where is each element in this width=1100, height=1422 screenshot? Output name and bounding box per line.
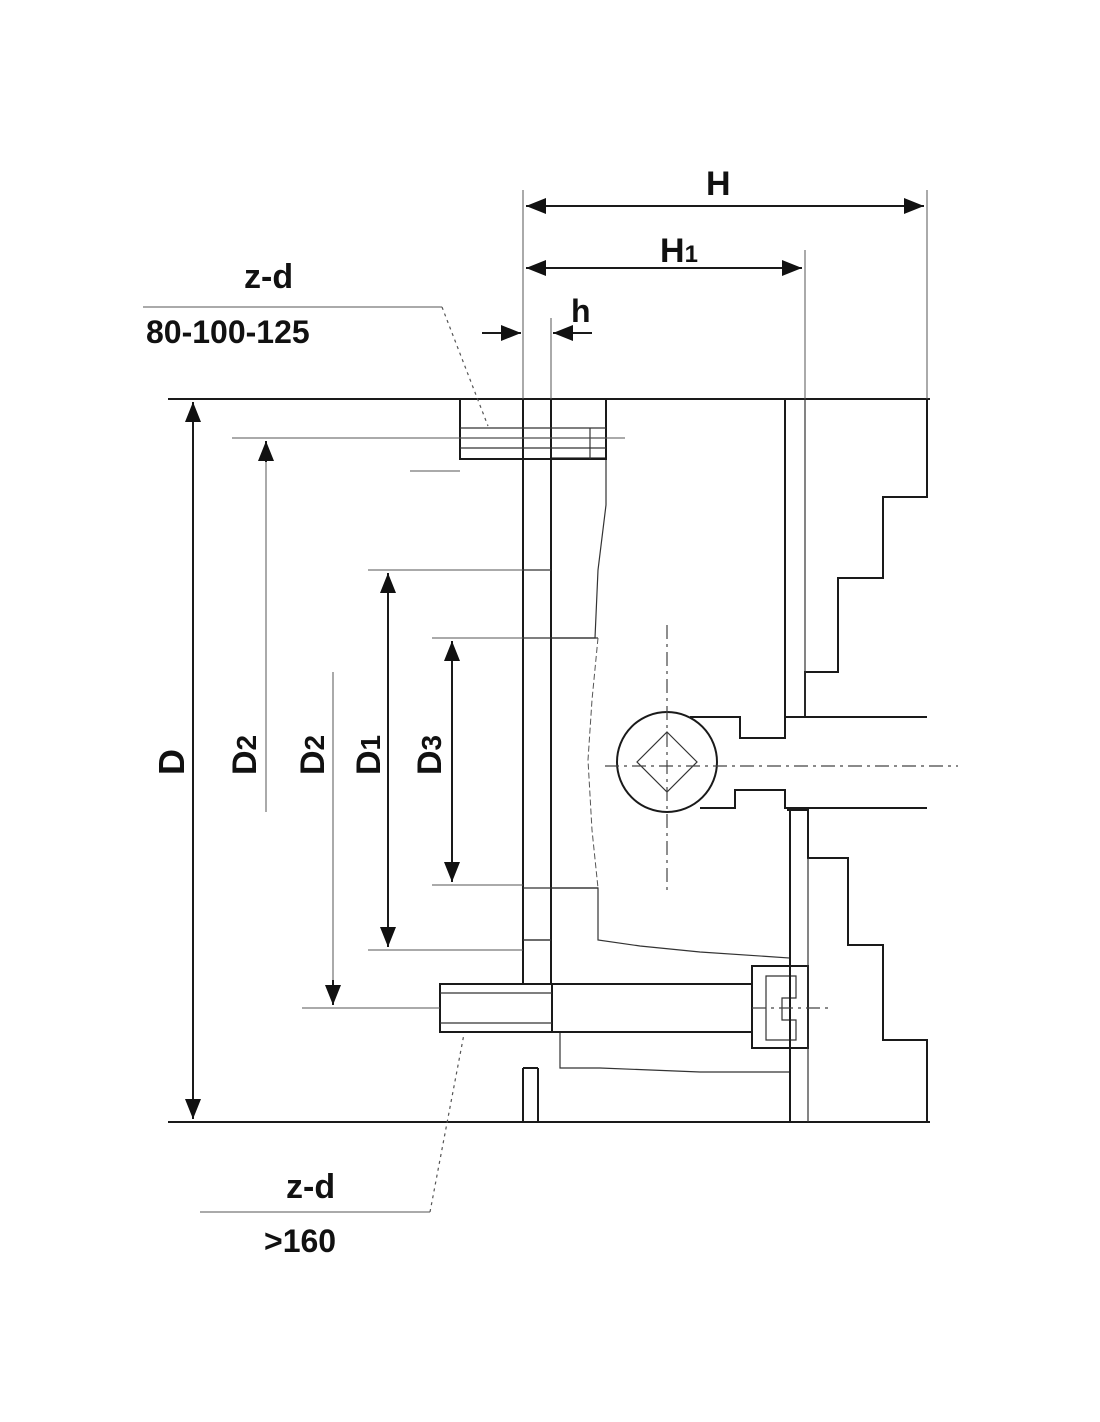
extension-lines: [232, 190, 928, 1009]
label-zd-bottom-range: >160: [264, 1223, 336, 1259]
label-zd-top: z-d: [244, 258, 293, 296]
dimension-lines: [185, 198, 924, 1119]
label-D1: D1: [350, 735, 388, 775]
label-H: H: [706, 165, 731, 203]
dimension-labels: H H1 h z-d 80-100-125 z-d >160 D D2 D2 D…: [146, 165, 731, 1259]
label-D2-a: D2: [226, 735, 264, 775]
label-D2-b: D2: [294, 735, 332, 775]
leader-lines: [143, 306, 489, 1213]
label-H1: H1: [660, 232, 698, 270]
flange-hatched-section: [522, 457, 791, 1073]
label-zd-top-range: 80-100-125: [146, 314, 310, 350]
body-outline: [168, 398, 958, 1123]
label-D: D: [151, 749, 192, 775]
label-h: h: [571, 293, 591, 329]
label-zd-bottom: z-d: [286, 1168, 335, 1206]
label-D3: D3: [411, 735, 449, 775]
